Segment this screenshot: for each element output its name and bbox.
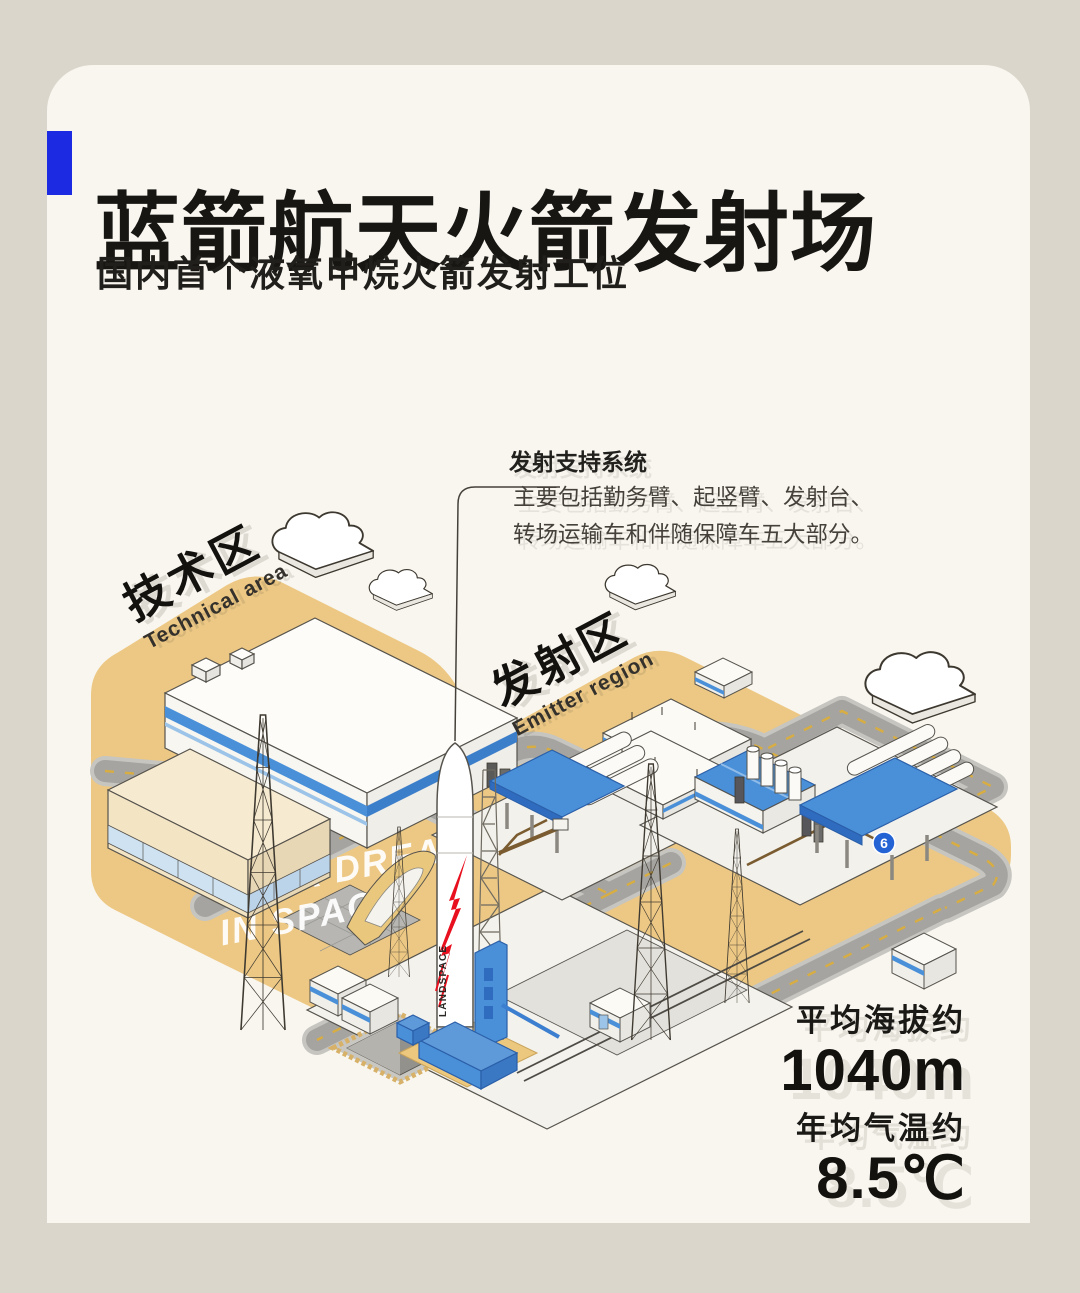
temperature-value: 8.5℃ — [816, 1145, 966, 1211]
tank-farm: 6 — [734, 724, 975, 880]
callout-leader-line — [454, 486, 560, 742]
cloud-icon — [368, 568, 433, 611]
rocket-red-bolt — [435, 855, 467, 1003]
launch-site-illustration: LAND YOUR DREAM IN SPACE — [47, 486, 1030, 1130]
flame-deflector — [346, 850, 436, 946]
erector-arm — [474, 940, 560, 1052]
hangar — [693, 750, 817, 834]
umbilical-boom — [498, 826, 560, 855]
elevation-value: 1040m — [780, 1038, 966, 1103]
transfer-rails — [516, 930, 811, 1082]
badge-circle — [872, 831, 896, 855]
temperature-label: 年均气温约 — [796, 1110, 966, 1146]
technical-building — [163, 617, 519, 849]
cloud-icon — [864, 651, 976, 724]
silos — [746, 745, 802, 801]
office-building — [106, 748, 332, 919]
cloud-icon — [271, 511, 375, 579]
callout-body-line-2: 转场运输车和伴随保障车五大部分。 — [513, 522, 874, 547]
elevation-label: 平均海拔约 — [796, 1003, 966, 1038]
callout-title: 发射支持系统 — [509, 449, 647, 475]
page-title: 蓝箭航天火箭发射场 — [94, 185, 877, 282]
fuel-facility-centre — [486, 731, 659, 853]
rocket-body — [436, 742, 474, 1028]
badge-number: 6 — [880, 835, 888, 851]
rocket-brand-text: LANDSPACE — [438, 945, 449, 1017]
site-stats: 平均海拔约 1040m 年均气温约 8.5℃ — [780, 995, 966, 1210]
launch-mount — [395, 1014, 519, 1090]
rocket-assembly: LANDSPACE — [395, 742, 569, 1090]
poster-card: LAND YOUR DREAM IN SPACE — [47, 65, 1030, 1223]
callout-body-line-1: 主要包括勤务臂、起竖臂、发射台、 — [513, 485, 874, 510]
callout-body: 主要包括勤务臂、起竖臂、发射台、 转场运输车和伴随保障车五大部分。 — [513, 479, 873, 553]
title-accent-bar — [47, 131, 72, 195]
small-depot — [693, 657, 754, 699]
page-subtitle: 国内首个液氧甲烷火箭发射工位 — [97, 253, 630, 294]
